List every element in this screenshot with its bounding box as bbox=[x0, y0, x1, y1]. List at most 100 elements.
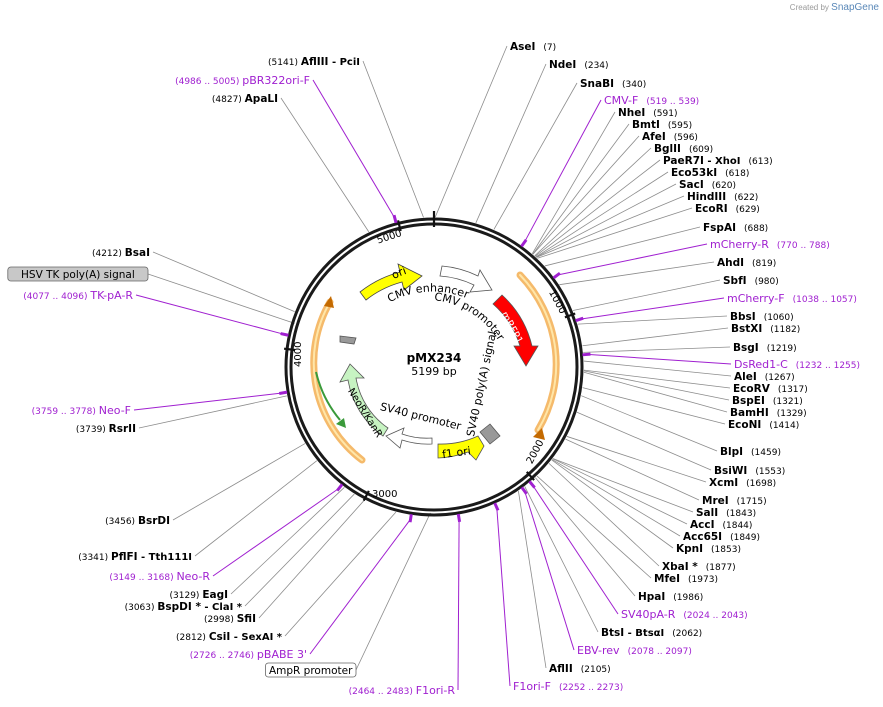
svg-text:AccI(1844): AccI(1844) bbox=[690, 519, 752, 531]
svg-text:(4212) BsaI: (4212) BsaI bbox=[92, 247, 150, 259]
svg-text:EcoRV(1317): EcoRV(1317) bbox=[733, 383, 808, 395]
tick-label-1000: 1000 bbox=[546, 288, 568, 316]
label-sfii: (2998) SfiI bbox=[204, 613, 256, 625]
neor-green-arrowhead bbox=[336, 418, 346, 428]
svg-text:(3456) BsrDI: (3456) BsrDI bbox=[105, 515, 170, 527]
label-sbfi: SbfI(980) bbox=[723, 275, 779, 287]
label-btsi: BtsI - BtsαI(2062) bbox=[601, 627, 702, 639]
label-eco53ki: Eco53kI(618) bbox=[671, 167, 749, 179]
label-cmv-f: CMV-F(519 .. 539) bbox=[604, 94, 699, 107]
label-bsiwi: BsiWI(1553) bbox=[714, 465, 785, 477]
label-econi: EcoNI(1414) bbox=[728, 419, 799, 431]
svg-text:EBV-rev(2078 .. 2097): EBV-rev(2078 .. 2097) bbox=[577, 644, 692, 657]
svg-text:AflII(2105): AflII(2105) bbox=[549, 663, 611, 675]
plasmid-length: 5199 bp bbox=[411, 365, 456, 378]
svg-text:MfeI(1973): MfeI(1973) bbox=[654, 573, 718, 585]
tick-4000 bbox=[283, 347, 296, 352]
svg-text:BamHI(1329): BamHI(1329) bbox=[730, 407, 807, 419]
tick-5000 bbox=[396, 220, 402, 232]
label-ndei: NdeI(234) bbox=[549, 59, 609, 71]
svg-text:BsgI(1219): BsgI(1219) bbox=[733, 342, 797, 354]
orange-arrowheads bbox=[324, 296, 545, 440]
svg-text:NdeI(234): NdeI(234) bbox=[549, 59, 609, 71]
svg-text:BmtI(595): BmtI(595) bbox=[632, 119, 692, 131]
svg-text:(3129) EagI: (3129) EagI bbox=[170, 589, 228, 601]
svg-text:AleI(1267): AleI(1267) bbox=[734, 371, 795, 383]
svg-text:BlpI(1459): BlpI(1459) bbox=[720, 446, 781, 458]
label-mcherry-r: mCherry-R(770 .. 788) bbox=[710, 238, 830, 251]
right-labels: AseI(7) NdeI(234) SnaBI(340) CMV-F(519 .. 5… bbox=[510, 41, 860, 693]
tick-label-4000: 4000 bbox=[293, 342, 304, 367]
svg-text:XbaI *(1877): XbaI *(1877) bbox=[662, 561, 736, 573]
svg-text:SalI(1843): SalI(1843) bbox=[696, 507, 756, 519]
label-kpni: KpnI(1853) bbox=[676, 543, 741, 555]
svg-text:HindIII(622): HindIII(622) bbox=[687, 191, 758, 203]
svg-text:BglII(609): BglII(609) bbox=[654, 143, 713, 155]
svg-text:SnaBI(340): SnaBI(340) bbox=[580, 78, 646, 90]
label-bmti: BmtI(595) bbox=[632, 119, 692, 131]
svg-text:BsiWI(1553): BsiWI(1553) bbox=[714, 465, 785, 477]
svg-text:(3759 .. 3778) Neo-F: (3759 .. 3778) Neo-F bbox=[32, 404, 131, 417]
label-bsai: (4212) BsaI bbox=[92, 247, 150, 259]
svg-text:AseI(7): AseI(7) bbox=[510, 41, 556, 53]
svg-text:SacI(620): SacI(620) bbox=[679, 179, 736, 191]
svg-text:(2726 .. 2746) pBABE 3': (2726 .. 2746) pBABE 3' bbox=[190, 648, 307, 661]
svg-text:F1ori-F(2252 .. 2273): F1ori-F(2252 .. 2273) bbox=[513, 680, 623, 693]
sv40-promoter-arrow bbox=[385, 427, 433, 449]
svg-text:(3149 .. 3168) Neo-R: (3149 .. 3168) Neo-R bbox=[109, 570, 210, 583]
svg-text:mCherry-F(1038 .. 1057): mCherry-F(1038 .. 1057) bbox=[727, 292, 857, 305]
svg-text:(2464 .. 2483) F1ori-R: (2464 .. 2483) F1ori-R bbox=[349, 684, 456, 697]
label-alei: AleI(1267) bbox=[734, 371, 795, 383]
tick-3000 bbox=[362, 490, 370, 502]
label-bstxi: BstXI(1182) bbox=[731, 323, 800, 335]
svg-text:(3063) BspDI * - ClaI *: (3063) BspDI * - ClaI * bbox=[125, 601, 243, 613]
svg-text:AmpR promoter: AmpR promoter bbox=[269, 665, 353, 677]
svg-text:AhdI(819): AhdI(819) bbox=[717, 257, 776, 269]
label-fspai: FspAI(688) bbox=[703, 222, 768, 234]
feature-label-neor: NeoR/KanR bbox=[345, 386, 384, 439]
neor-inner-green bbox=[315, 371, 341, 421]
svg-text:CMV-F(519 .. 539): CMV-F(519 .. 539) bbox=[604, 94, 699, 107]
svg-text:BspEI(1321): BspEI(1321) bbox=[732, 395, 803, 407]
label-sali: SalI(1843) bbox=[696, 507, 756, 519]
svg-text:(4077 .. 4096) TK-pA-R: (4077 .. 4096) TK-pA-R bbox=[23, 289, 133, 302]
label-rsrii: (3739) RsrII bbox=[76, 423, 136, 435]
ori-arrow bbox=[359, 263, 423, 301]
label-mfei: MfeI(1973) bbox=[654, 573, 718, 585]
label-csii: (2812) CsiI - SexAI * bbox=[176, 631, 283, 643]
svg-text:BtsI - BtsαI(2062): BtsI - BtsαI(2062) bbox=[601, 627, 702, 639]
label-bspdi-: (3063) BspDI * - ClaI * bbox=[125, 601, 243, 613]
label-bsrdi: (3456) BsrDI bbox=[105, 515, 170, 527]
svg-text:BstXI(1182): BstXI(1182) bbox=[731, 323, 800, 335]
svg-text:EcoNI(1414): EcoNI(1414) bbox=[728, 419, 799, 431]
svg-text:(2998) SfiI: (2998) SfiI bbox=[204, 613, 256, 625]
svg-text:HpaI(1986): HpaI(1986) bbox=[638, 591, 703, 603]
tick-2000 bbox=[525, 471, 535, 481]
label-acc65i: Acc65I(1849) bbox=[683, 531, 760, 543]
label-pflfi: (3341) PflFI - Tth111I bbox=[78, 551, 192, 563]
svg-text:(4986 .. 5005) pBR322ori-F: (4986 .. 5005) pBR322ori-F bbox=[175, 74, 310, 87]
label-sv40pa-r: SV40pA-R(2024 .. 2043) bbox=[621, 608, 748, 621]
label-ebv-rev: EBV-rev(2078 .. 2097) bbox=[577, 644, 692, 657]
f1-ori-arrow bbox=[437, 435, 485, 461]
svg-text:(3739) RsrII: (3739) RsrII bbox=[76, 423, 136, 435]
svg-text:(3341) PflFI - Tth111I: (3341) PflFI - Tth111I bbox=[78, 551, 192, 563]
label-afei: AfeI(596) bbox=[642, 131, 698, 143]
hsv-tk-marker bbox=[339, 335, 357, 345]
label-eagi: (3129) EagI bbox=[170, 589, 228, 601]
label-bamhi: BamHI(1329) bbox=[730, 407, 807, 419]
tick-label-2000: 2000 bbox=[525, 438, 547, 466]
feature-arrows bbox=[315, 263, 539, 461]
label-apali: (4827) ApaLI bbox=[212, 93, 278, 105]
credit: Created by SnapGene bbox=[790, 2, 879, 13]
label-snabi: SnaBI(340) bbox=[580, 78, 646, 90]
svg-text:(2812) CsiI - SexAI *: (2812) CsiI - SexAI * bbox=[176, 631, 283, 643]
tick-marks bbox=[283, 211, 576, 502]
label-mcherry-f: mCherry-F(1038 .. 1057) bbox=[727, 292, 857, 305]
feature-label-sv40-promoter: SV40 promoter bbox=[379, 400, 463, 433]
label-neo-f: (3759 .. 3778) Neo-F bbox=[32, 404, 131, 417]
label-tk-pa-r: (4077 .. 4096) TK-pA-R bbox=[23, 289, 133, 302]
svg-text:Eco53kI(618): Eco53kI(618) bbox=[671, 167, 749, 179]
svg-text:KpnI(1853): KpnI(1853) bbox=[676, 543, 741, 555]
